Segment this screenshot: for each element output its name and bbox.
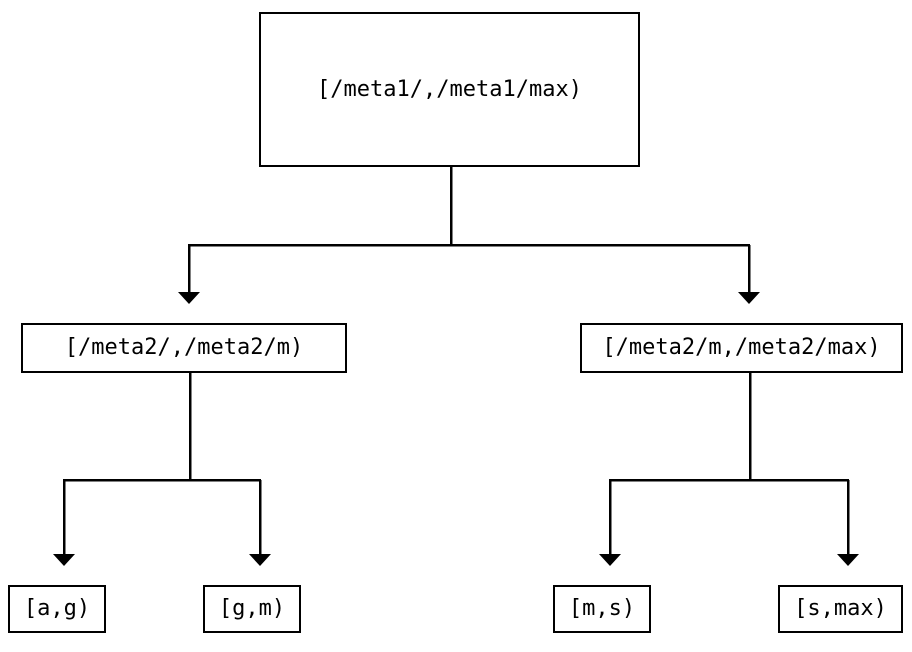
- arrowhead-to-leaf-a-g: [53, 554, 75, 566]
- node-leaf-a-g[interactable]: [a,g): [8, 585, 106, 633]
- arrowhead-to-level2-left: [178, 292, 200, 304]
- node-root-label: [/meta1/,/meta1/max): [317, 76, 582, 102]
- node-level2-left-label: [/meta2/,/meta2/m): [64, 335, 304, 360]
- node-leaf-m-s[interactable]: [m,s): [553, 585, 651, 633]
- node-level2-right-label: [/meta2/m,/meta2/max): [602, 335, 881, 360]
- node-leaf-g-m[interactable]: [g,m): [203, 585, 301, 633]
- arrowhead-to-leaf-m-s: [599, 554, 621, 566]
- arrowhead-to-leaf-s-max: [837, 554, 859, 566]
- node-root[interactable]: [/meta1/,/meta1/max): [259, 12, 640, 167]
- node-leaf-s-max-label: [s,max): [794, 596, 887, 621]
- node-leaf-s-max[interactable]: [s,max): [778, 585, 903, 633]
- node-leaf-a-g-label: [a,g): [23, 596, 91, 621]
- node-level2-right[interactable]: [/meta2/m,/meta2/max): [580, 323, 903, 373]
- node-leaf-g-m-label: [g,m): [218, 596, 286, 621]
- arrowhead-to-leaf-g-m: [249, 554, 271, 566]
- node-level2-left[interactable]: [/meta2/,/meta2/m): [21, 323, 347, 373]
- node-leaf-m-s-label: [m,s): [568, 596, 636, 621]
- arrowhead-to-level2-right: [738, 292, 760, 304]
